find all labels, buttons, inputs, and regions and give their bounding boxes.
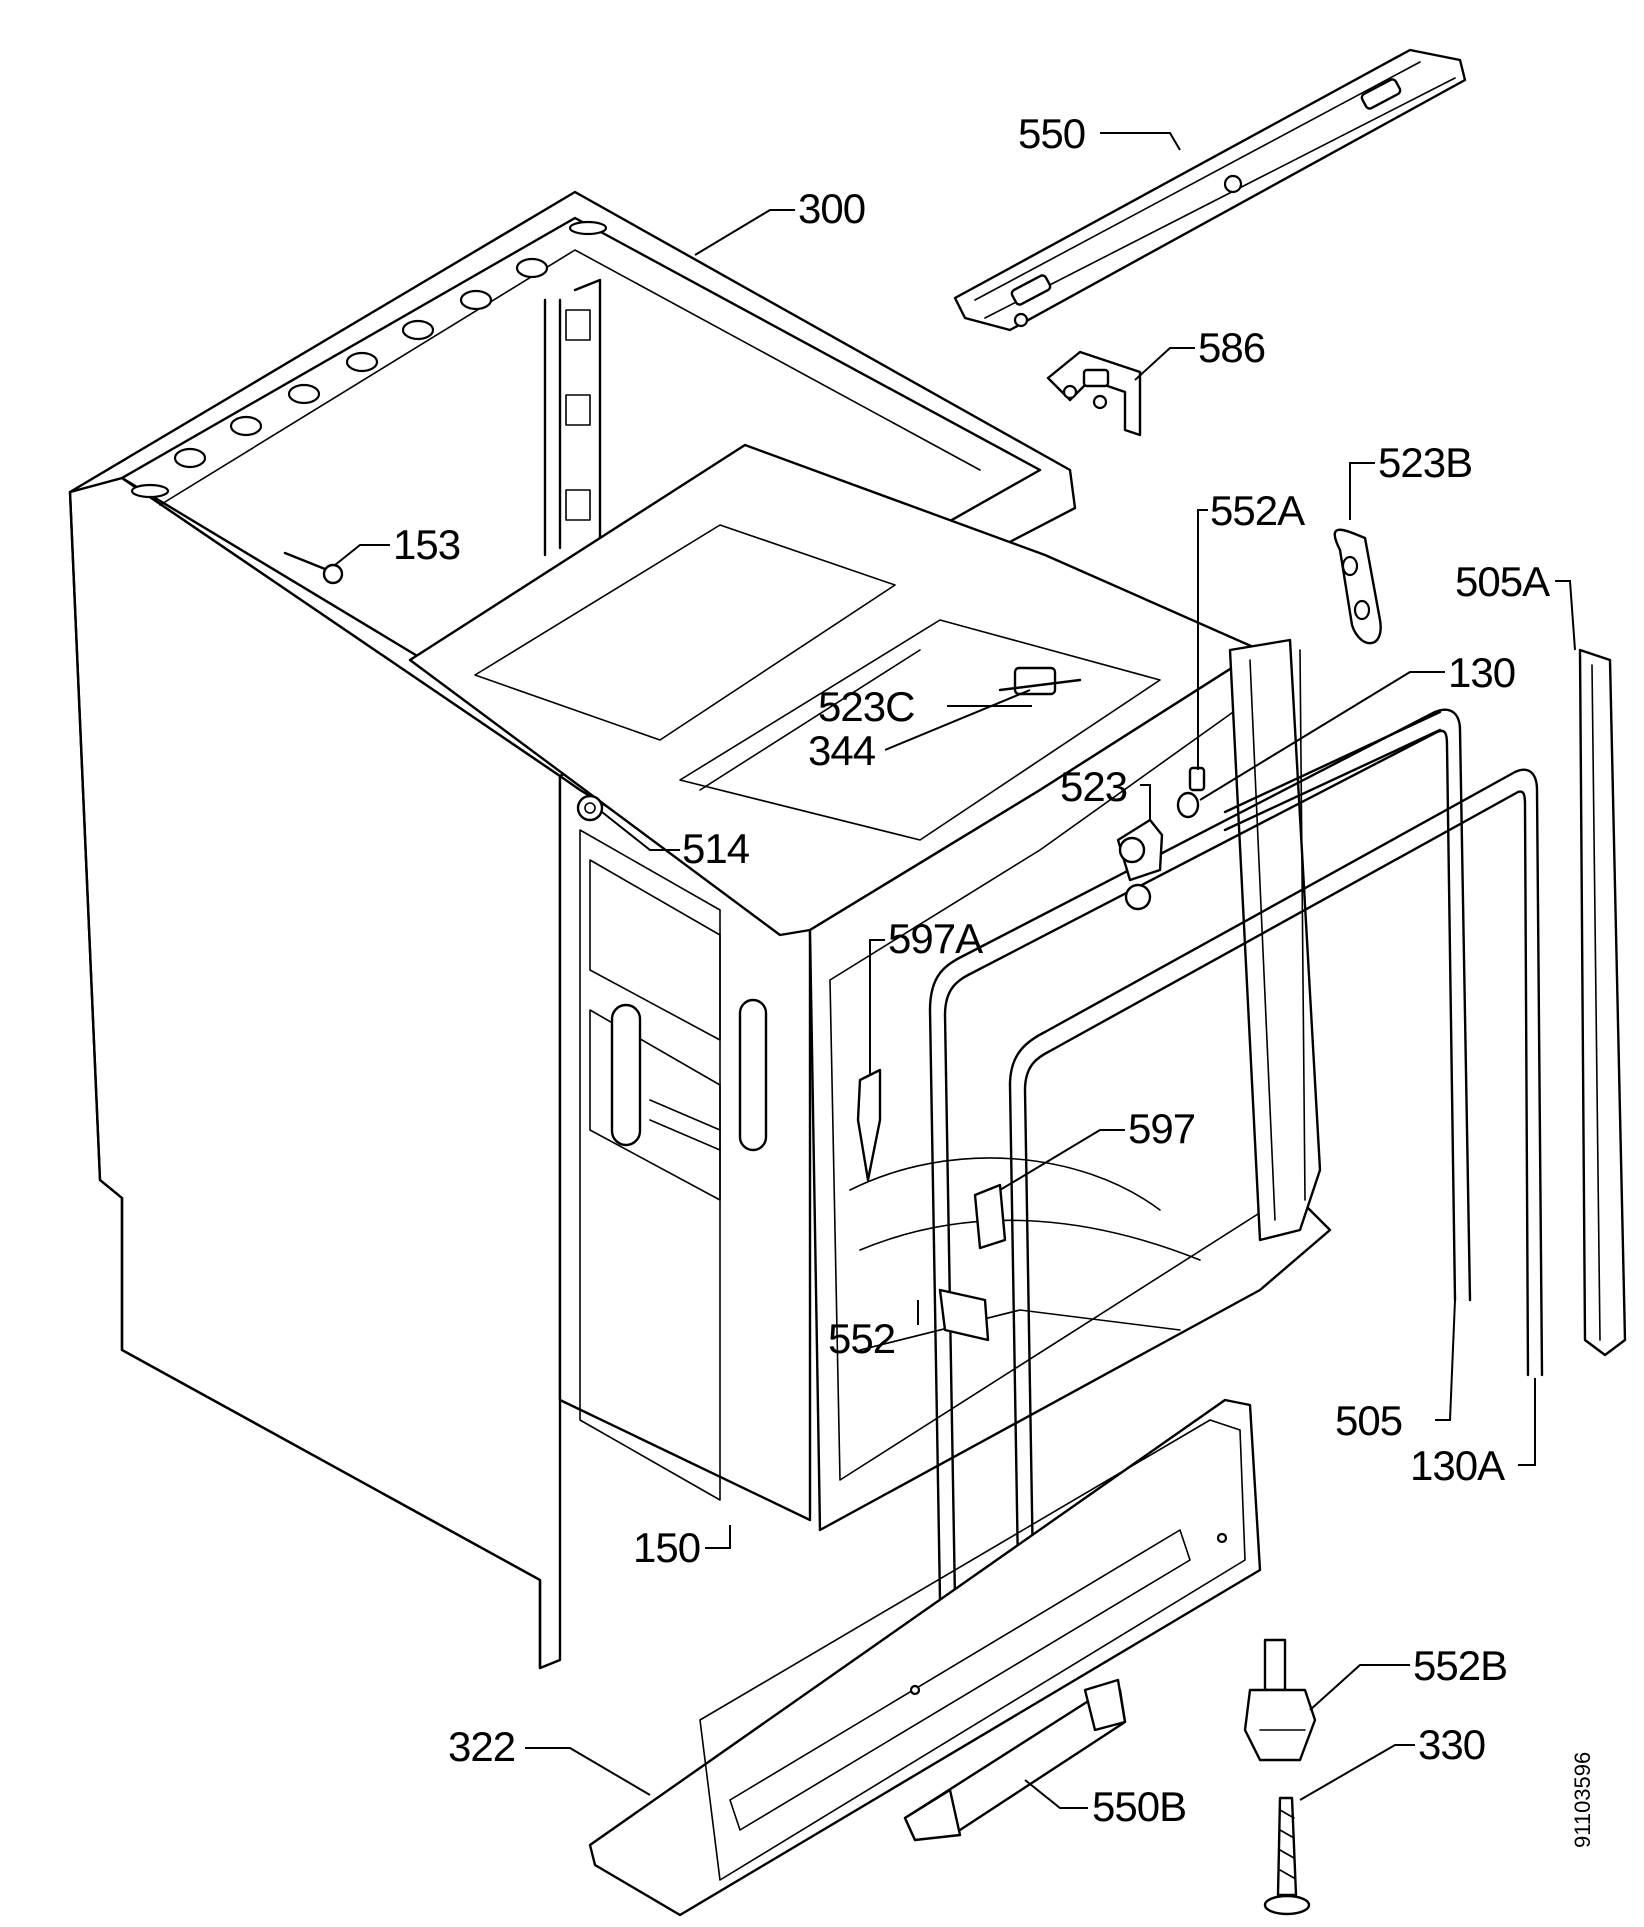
label-344: 344 [808,727,876,774]
part-550-top-rail [953,48,1467,332]
label-550: 550 [1018,110,1086,157]
label-514: 514 [682,825,750,872]
label-597a: 597A [888,915,983,962]
part-322-bottom-rail [588,1398,1262,1917]
label-150: 150 [633,1524,701,1571]
tub-150 [408,443,1332,1532]
label-153: 153 [393,521,461,568]
document-id: 91103596 [1570,1751,1595,1848]
label-523: 523 [1060,763,1128,810]
label-330: 330 [1418,1721,1486,1768]
label-523c: 523C [818,683,915,730]
label-552a: 552A [1210,487,1305,534]
label-130: 130 [1448,649,1516,696]
part-523b-plate [1333,528,1382,645]
door-gaskets [928,708,1544,1692]
small-parts [283,551,1206,1342]
label-322: 322 [448,1723,516,1770]
label-552b: 552B [1413,1642,1508,1689]
part-550b-bracket [903,1678,1127,1842]
part-586-bracket [1046,350,1142,437]
label-300: 300 [798,185,866,232]
label-552: 552 [828,1315,896,1362]
leader-lines [334,132,1576,1809]
part-330-screw [1263,1796,1311,1916]
label-505: 505 [1335,1397,1403,1444]
label-523b: 523B [1378,439,1473,486]
label-130a: 130A [1410,1442,1505,1489]
label-505a: 505A [1455,558,1550,605]
part-552b-foot [1243,1638,1317,1762]
part-505a-strip [1578,648,1627,1357]
label-597: 597 [1128,1105,1196,1152]
label-586: 586 [1198,324,1266,371]
label-550b: 550B [1092,1783,1187,1830]
